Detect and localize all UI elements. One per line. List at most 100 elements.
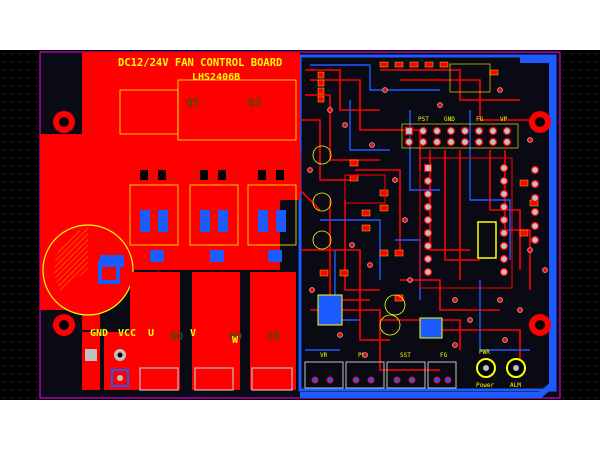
margin-left [0,50,40,400]
via [497,87,503,93]
pad [488,137,498,147]
pin-header-top [401,123,519,149]
pad [499,215,509,225]
mosfet-footprints [119,79,297,246]
ic-footprints [317,63,513,339]
pad [432,126,442,136]
gnd-label: GND [90,328,108,339]
u-label: U [148,328,154,339]
board-model: LHS2406B [192,72,240,83]
via [542,267,548,273]
pad [502,137,512,147]
mosfet-black-pads [140,170,284,180]
via [527,137,533,143]
terminal-pads [83,347,293,391]
via [362,352,368,358]
pad [499,189,509,199]
pad [530,193,540,203]
pad [488,126,498,136]
bottom-traces [299,64,530,351]
via [382,87,388,93]
mounting-holes [53,111,551,336]
pad [460,126,470,136]
via [392,177,398,183]
pad [418,126,428,136]
q5-label: Q5 [186,96,199,109]
pad [446,137,456,147]
pad [423,254,433,264]
conn-sst-label: SST [400,352,411,359]
pad [499,267,509,277]
via [309,287,315,293]
via [497,297,503,303]
via [517,307,523,313]
pad [423,228,433,238]
via [307,167,313,173]
pad [418,137,428,147]
pad [474,126,484,136]
pwr-label: PWR [479,349,490,356]
pad [530,221,540,231]
via [452,297,458,303]
q6-label: Q6 [169,329,183,342]
pad [423,202,433,212]
pad [460,137,470,147]
capacitor-polarity [54,228,88,290]
via [342,122,348,128]
vcc-label: VCC [118,328,136,339]
header-vp-label: VP [500,116,508,123]
conn-ps-label: PS [358,352,366,359]
led-alarm [506,358,526,378]
pad [423,215,433,225]
header-gnd-label: GND [444,116,455,123]
conn-fg-label: FG [440,352,448,359]
conn-vr-label: VR [320,352,328,359]
led-alarm-label: ALM [510,382,521,389]
margin-right [560,50,600,400]
smd-components [317,61,539,302]
q3-label: Q3 [248,96,261,109]
via [437,102,443,108]
pad [530,179,540,189]
board-title: DC12/24V FAN CONTROL BOARD [118,57,282,69]
led-power [476,358,496,378]
through-hole-pads [404,126,540,277]
via [327,107,333,113]
copper-pour-power [82,52,300,270]
pad [474,137,484,147]
capacitor-pad-inner [102,264,116,280]
mosfet-pads [100,210,286,267]
pad [530,207,540,217]
pcb-viewer[interactable]: Q5 Q3 Q6 Q4 Q2 DC12/24V FAN CONTROL BOAR… [0,50,600,400]
w-label: W [232,335,239,346]
q4-label: Q4 [228,329,242,342]
pad [404,126,414,136]
via [367,262,373,268]
via [369,142,375,148]
pad [499,254,509,264]
pad [432,137,442,147]
pad [499,228,509,238]
header-fg-label: FG [476,116,484,123]
pad [530,235,540,245]
connector-pins [311,376,452,384]
pad [446,126,456,136]
via [527,247,533,253]
q2-label: Q2 [267,329,280,342]
via [502,337,508,343]
pad [423,267,433,277]
led-power-label: Power [476,382,494,389]
pad [423,176,433,186]
pad [502,126,512,136]
via [349,242,355,248]
vias [307,87,548,358]
header-pst-label: PST [418,116,429,123]
pad [499,176,509,186]
via [452,342,458,348]
pad [499,241,509,251]
via [337,332,343,338]
pad [404,137,414,147]
bottom-copper-edge [300,57,555,398]
via [467,317,473,323]
via [407,277,413,283]
